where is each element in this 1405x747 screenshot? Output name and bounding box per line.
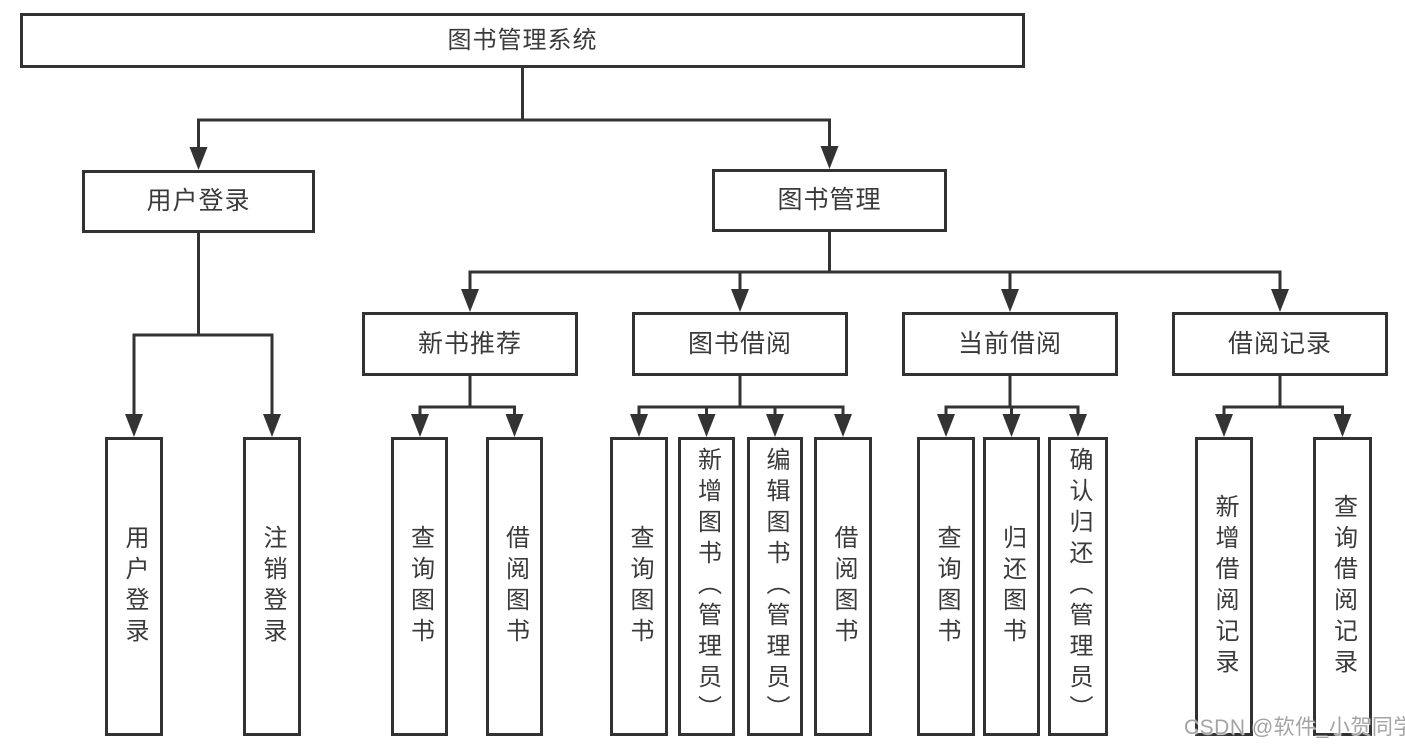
node-label: 新增图书（管理员） [693, 447, 721, 726]
arrowhead [1215, 414, 1233, 437]
leaf-edit-books-admin: 编辑图书（管理员） [747, 437, 803, 736]
leaf-user-login: 用户登录 [105, 437, 163, 736]
connector-borrowing-records-children [1222, 376, 1344, 418]
connector-root-to-level2 [197, 68, 831, 150]
node-label: 图书借阅 [687, 329, 792, 358]
arrowhead [630, 414, 648, 437]
node-current-borrowing: 当前借阅 [902, 312, 1118, 376]
node-label: 用户登录 [121, 524, 148, 649]
arrowhead [937, 414, 955, 437]
node-label: 用户登录 [146, 187, 251, 215]
csdn-watermark: CSDN @软件_小贺同学 [1184, 716, 1405, 739]
node-label: 新书推荐 [417, 329, 522, 358]
node-label: 借阅记录 [1227, 329, 1332, 358]
leaf-add-borrow-record: 新增借阅记录 [1195, 437, 1253, 736]
arrowhead [1069, 414, 1087, 437]
node-label: 新增借阅记录 [1211, 493, 1238, 680]
node-label: 查询图书 [933, 524, 960, 649]
arrowhead [1001, 289, 1019, 312]
node-label: 归还图书 [998, 524, 1026, 649]
node-root-library-system: 图书管理系统 [20, 13, 1025, 68]
arrowhead [411, 414, 429, 437]
arrowhead [697, 414, 716, 437]
node-label: 查询借阅记录 [1329, 493, 1357, 680]
node-label: 查询图书 [626, 524, 653, 649]
connector-current-borrowing-children [944, 376, 1080, 418]
arrowhead [125, 414, 143, 437]
arrowhead [731, 289, 749, 312]
node-label: 图书管理系统 [447, 26, 598, 54]
arrowhead [189, 147, 208, 170]
node-book-management: 图书管理 [712, 169, 947, 232]
arrowhead [1333, 414, 1352, 437]
node-label: 确认归还（管理员） [1065, 447, 1092, 726]
connector-book-borrowing-children [637, 376, 845, 418]
node-label: 当前借阅 [957, 329, 1062, 358]
node-label: 借阅图书 [501, 524, 529, 649]
node-label: 编辑图书（管理员） [762, 447, 789, 726]
node-new-book-recommend: 新书推荐 [362, 312, 578, 376]
connector-book-management-children [468, 232, 1282, 292]
leaf-query-borrow-record: 查询借阅记录 [1313, 437, 1372, 736]
node-book-borrowing: 图书借阅 [632, 312, 848, 376]
node-user-login: 用户登录 [82, 170, 315, 233]
arrowhead [820, 146, 839, 169]
connector-user-login-children [132, 233, 274, 418]
leaf-confirm-return-admin: 确认归还（管理员） [1048, 437, 1108, 736]
leaf-logout: 注销登录 [243, 437, 301, 736]
node-label: 查询图书 [406, 524, 434, 649]
leaf-borrow-books-borrowing: 借阅图书 [814, 437, 872, 736]
node-label: 注销登录 [259, 524, 286, 649]
leaf-query-books-recommend: 查询图书 [391, 437, 448, 736]
arrowhead [766, 414, 784, 437]
node-label: 图书管理 [777, 186, 882, 214]
leaf-query-books-borrowing: 查询图书 [610, 437, 668, 736]
arrowhead [1271, 289, 1289, 312]
leaf-return-books: 归还图书 [983, 437, 1040, 736]
node-borrowing-records: 借阅记录 [1172, 312, 1388, 376]
arrowhead [1002, 414, 1021, 437]
leaf-borrow-books-recommend: 借阅图书 [486, 437, 543, 736]
node-label: 借阅图书 [830, 524, 857, 649]
leaf-add-books-admin: 新增图书（管理员） [678, 437, 735, 736]
arrowhead [834, 414, 852, 437]
connector-new-book-recommend-children [418, 376, 516, 418]
leaf-query-books-current: 查询图书 [917, 437, 975, 736]
arrowhead [461, 289, 479, 312]
arrowhead [263, 414, 281, 437]
arrowhead [505, 414, 524, 437]
